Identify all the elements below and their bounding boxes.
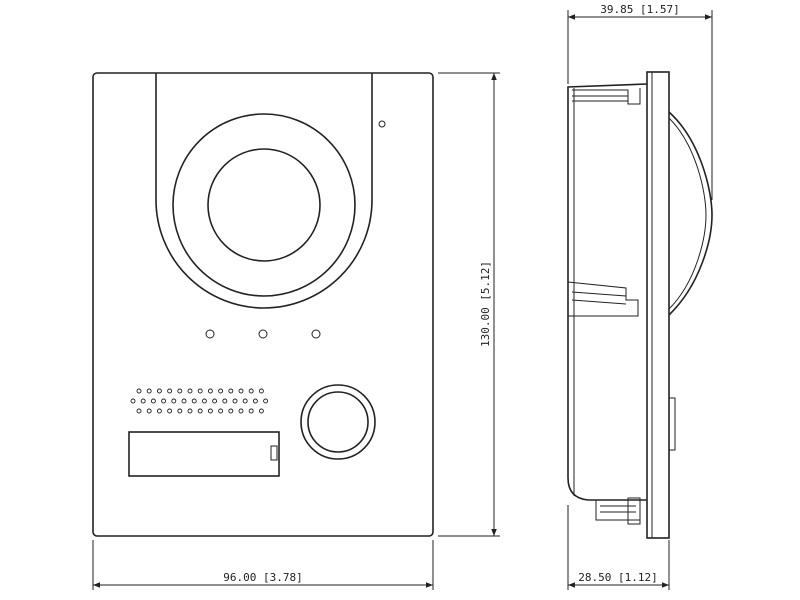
side-depth-overall-dimension: 39.85 [1.57] bbox=[567, 3, 713, 200]
speaker-hole bbox=[181, 398, 187, 404]
depth-body-label: 28.50 [1.12] bbox=[578, 571, 657, 584]
speaker-hole bbox=[140, 398, 146, 404]
speaker-hole bbox=[207, 388, 213, 394]
camera-outer-ring bbox=[172, 113, 356, 297]
speaker-hole bbox=[136, 388, 142, 394]
indicator-led-icon bbox=[258, 329, 268, 339]
camera-hood-outline bbox=[155, 73, 373, 309]
speaker-hole bbox=[150, 398, 156, 404]
speaker-hole bbox=[242, 398, 248, 404]
speaker-hole bbox=[248, 388, 254, 394]
speaker-hole bbox=[136, 408, 142, 414]
speaker-hole bbox=[167, 388, 173, 394]
front-height-dimension: 130.00 [5.12] bbox=[438, 72, 500, 537]
camera-lens bbox=[207, 148, 321, 262]
call-button bbox=[307, 391, 369, 453]
speaker-hole bbox=[171, 398, 177, 404]
name-plate-tab bbox=[270, 445, 278, 461]
speaker-hole bbox=[222, 398, 228, 404]
side-back-box bbox=[567, 83, 648, 501]
side-depth-body-dimension: 28.50 [1.12] bbox=[567, 505, 670, 590]
indicator-led-icon bbox=[205, 329, 215, 339]
speaker-hole bbox=[258, 408, 264, 414]
name-plate bbox=[128, 431, 280, 477]
speaker-hole bbox=[207, 408, 213, 414]
speaker-hole bbox=[263, 398, 269, 404]
speaker-hole bbox=[177, 408, 183, 414]
front-view bbox=[92, 72, 434, 537]
speaker-hole bbox=[201, 398, 207, 404]
call-button-bezel bbox=[300, 384, 376, 460]
speaker-hole bbox=[232, 398, 238, 404]
speaker-hole bbox=[218, 408, 224, 414]
speaker-hole bbox=[228, 408, 234, 414]
side-clip-middle bbox=[567, 281, 639, 317]
speaker-hole bbox=[130, 398, 136, 404]
indicator-led-icon bbox=[311, 329, 321, 339]
speaker-hole bbox=[197, 388, 203, 394]
speaker-hole bbox=[238, 388, 244, 394]
speaker-hole bbox=[197, 408, 203, 414]
speaker-hole bbox=[187, 408, 193, 414]
speaker-hole bbox=[248, 408, 254, 414]
side-clip-bottom bbox=[595, 500, 641, 521]
side-front-plate bbox=[646, 71, 670, 539]
light-sensor-icon bbox=[378, 120, 386, 128]
side-view bbox=[567, 71, 713, 539]
speaker-hole bbox=[212, 398, 218, 404]
speaker-hole bbox=[218, 388, 224, 394]
speaker-hole bbox=[258, 388, 264, 394]
speaker-hole bbox=[156, 388, 162, 394]
side-camera-dome bbox=[668, 111, 713, 316]
speaker-hole bbox=[146, 408, 152, 414]
speaker-hole bbox=[156, 408, 162, 414]
speaker-hole bbox=[161, 398, 167, 404]
speaker-hole bbox=[177, 388, 183, 394]
side-button-protrusion bbox=[668, 397, 676, 451]
height-dimension-label: 130.00 [5.12] bbox=[479, 261, 492, 347]
speaker-hole bbox=[238, 408, 244, 414]
depth-overall-label: 39.85 [1.57] bbox=[600, 3, 679, 16]
width-dimension-label: 96.00 [3.78] bbox=[223, 571, 302, 584]
speaker-hole bbox=[146, 388, 152, 394]
front-housing-outline bbox=[92, 72, 434, 537]
speaker-hole bbox=[252, 398, 258, 404]
speaker-hole bbox=[191, 398, 197, 404]
front-width-dimension: 96.00 [3.78] bbox=[92, 540, 434, 590]
speaker-hole bbox=[187, 388, 193, 394]
side-clip-top bbox=[572, 88, 641, 105]
speaker-grille bbox=[130, 388, 269, 414]
speaker-hole bbox=[228, 388, 234, 394]
speaker-hole bbox=[167, 408, 173, 414]
